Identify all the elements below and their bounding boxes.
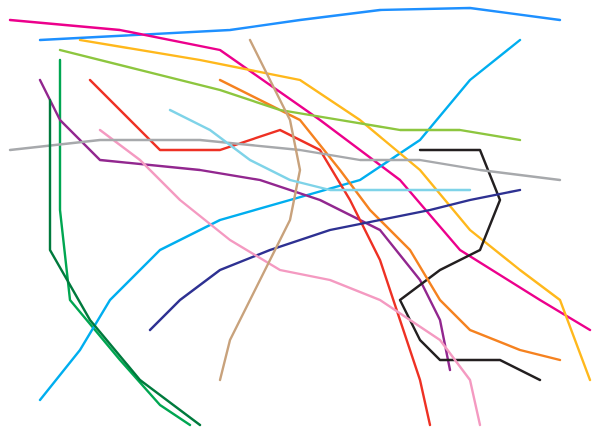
route-line <box>218 38 302 382</box>
route-line <box>398 148 542 382</box>
route-line <box>58 58 192 427</box>
route-line <box>88 78 432 427</box>
route-line <box>78 38 592 382</box>
route-line <box>148 188 522 332</box>
route-line <box>98 128 482 427</box>
route-line <box>38 78 452 372</box>
route-line <box>218 78 562 362</box>
route-lines-layer <box>8 6 592 427</box>
route-line <box>38 6 562 42</box>
route-line <box>168 108 472 192</box>
route-line <box>8 18 592 332</box>
route-line <box>48 98 202 427</box>
route-line <box>58 48 522 142</box>
route-line <box>8 138 562 182</box>
